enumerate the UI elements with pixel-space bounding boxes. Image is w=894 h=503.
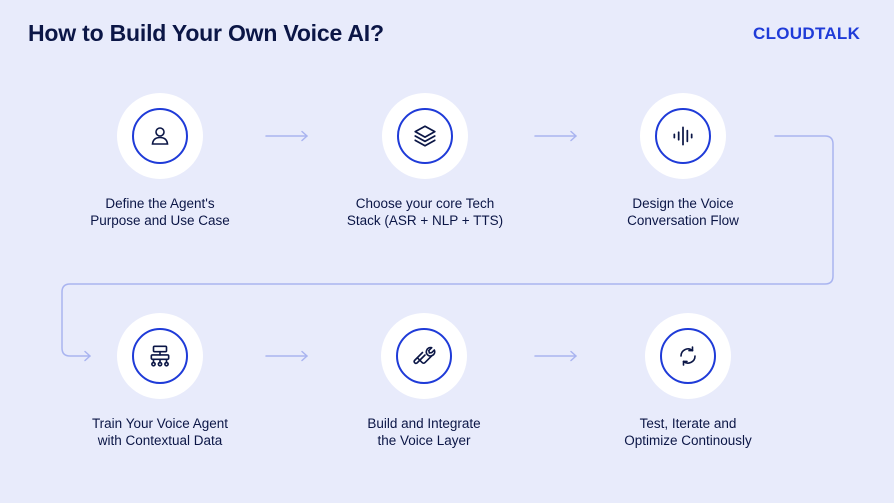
hierarchy-icon: [150, 345, 170, 367]
step-1-label: Define the Agent's Purpose and Use Case: [90, 196, 230, 228]
step-6-label: Test, Iterate and Optimize Continously: [624, 416, 752, 448]
step-3-icon-circle: [640, 93, 726, 179]
step-2-icon-circle: [382, 93, 468, 179]
arrow-step5-step6: [534, 350, 577, 362]
soundwave-icon: [673, 126, 693, 146]
cloudtalk-logo: CLOUDTALK: [753, 24, 861, 43]
step-2-label: Choose your core Tech Stack (ASR + NLP +…: [346, 196, 504, 228]
page-title: How to Build Your Own Voice AI?: [28, 20, 384, 46]
connector-step3-step4: [61, 135, 834, 357]
step-5-icon-circle: [381, 313, 467, 399]
arrowhead-step4: [84, 350, 91, 362]
step-1-icon-circle: [117, 93, 203, 179]
arrow-step1-step2: [265, 130, 308, 142]
wrench-icon: [413, 346, 436, 365]
layers-icon: [414, 125, 436, 147]
step-4-icon-circle: [117, 313, 203, 399]
step-5-label: Build and Integrate the Voice Layer: [367, 416, 481, 448]
step-3-label: Design the Voice Conversation Flow: [627, 196, 739, 228]
user-icon: [151, 127, 169, 145]
step-4-label: Train Your Voice Agent with Contextual D…: [91, 416, 229, 448]
refresh-icon: [680, 346, 696, 366]
step-6-icon-circle: [645, 313, 731, 399]
arrow-step2-step3: [534, 130, 577, 142]
arrow-step4-step5: [265, 350, 308, 362]
